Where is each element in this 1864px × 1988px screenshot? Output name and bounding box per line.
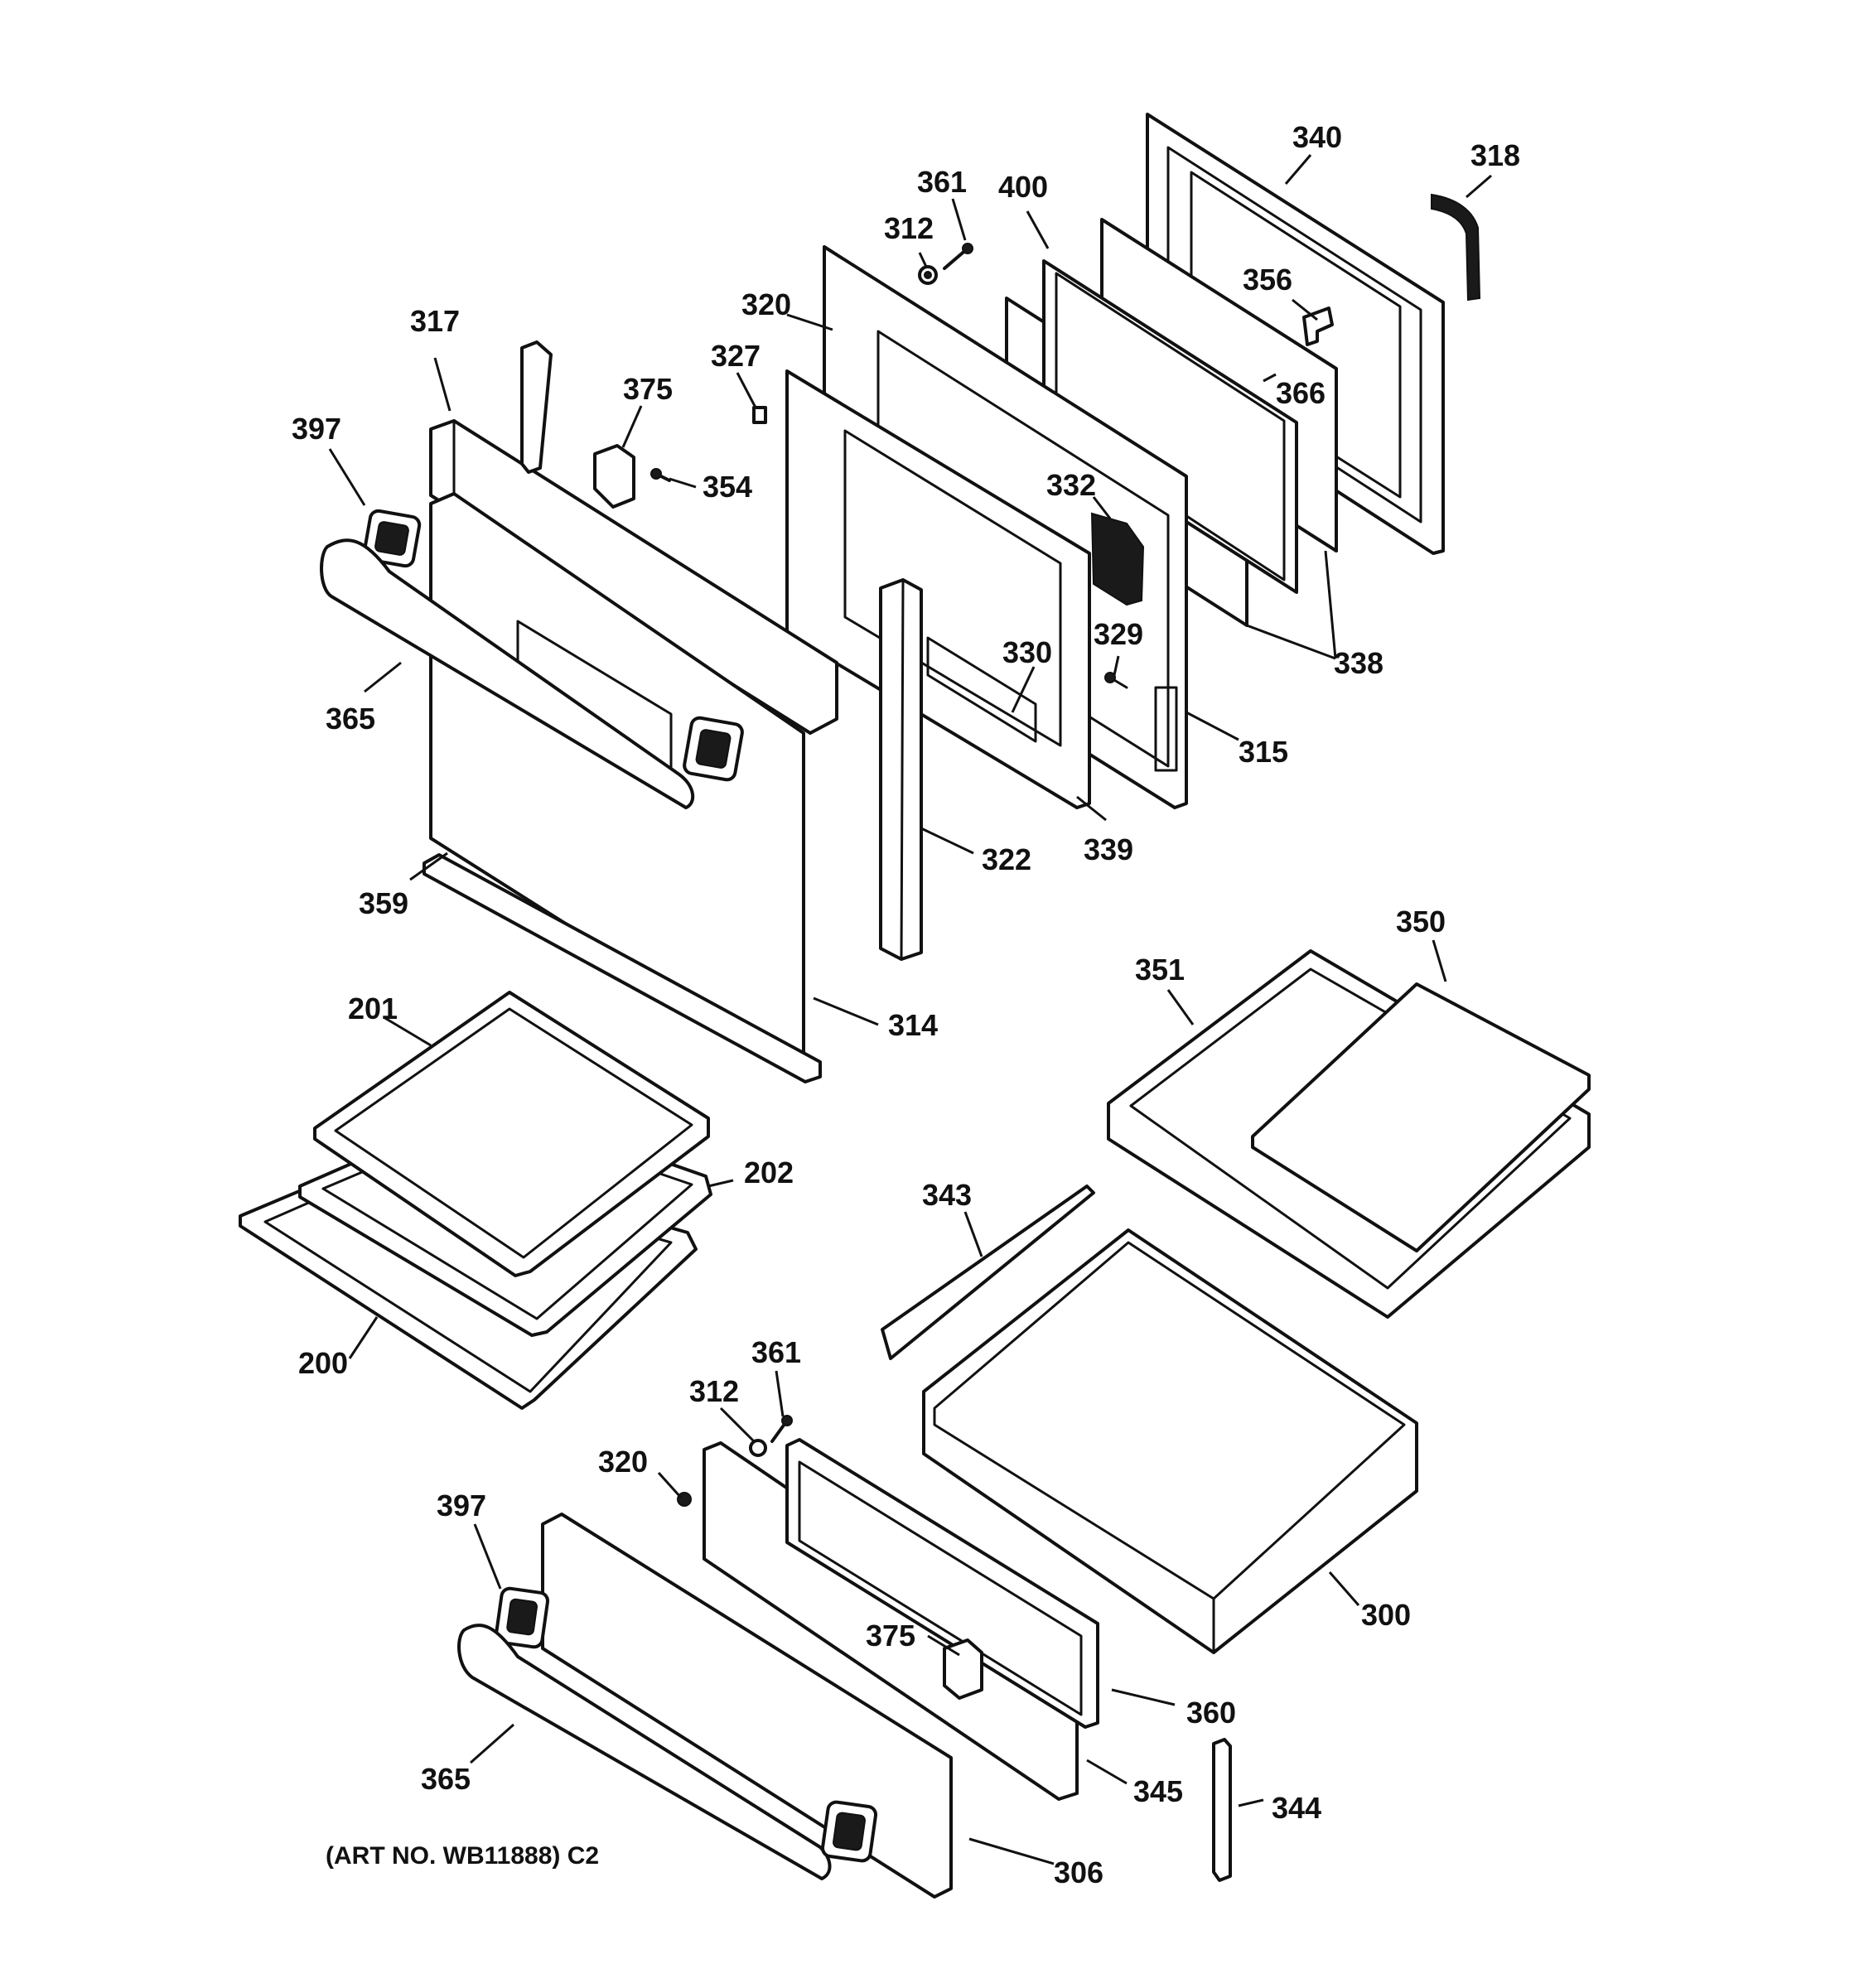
callout-labels: 340 318 361 400 312 320 356 317 327 375 … — [292, 120, 1520, 1889]
part-339-door-panel — [785, 369, 1091, 809]
part-354-screw — [650, 468, 671, 482]
part-332-insulation — [1090, 512, 1145, 606]
callout-330: 330 — [1002, 635, 1052, 669]
callout-400: 400 — [998, 170, 1048, 204]
part-327-clip — [752, 406, 767, 424]
callout-320-bottom: 320 — [598, 1445, 648, 1479]
callout-356: 356 — [1243, 263, 1292, 297]
callout-327: 327 — [711, 339, 761, 373]
part-318-gasket — [1431, 193, 1481, 302]
callout-375-top: 375 — [623, 372, 673, 406]
callout-360: 360 — [1186, 1696, 1236, 1730]
callout-320-top: 320 — [741, 287, 791, 321]
callout-300: 300 — [1361, 1598, 1411, 1632]
part-trim-strip — [520, 340, 553, 474]
part-359-bottom-trim — [423, 853, 822, 1083]
part-361-screw-top — [943, 243, 973, 270]
callout-397-bottom: 397 — [437, 1489, 486, 1522]
part-344-slide — [1212, 1738, 1232, 1882]
part-330-window — [926, 636, 1037, 743]
callout-344: 344 — [1272, 1791, 1321, 1825]
part-400-door-liner — [1042, 259, 1298, 594]
callout-340: 340 — [1292, 120, 1342, 154]
callout-332: 332 — [1046, 468, 1096, 502]
part-306-drawer-front — [541, 1513, 953, 1899]
part-322-side-trim — [879, 578, 923, 961]
callout-322: 322 — [982, 842, 1031, 876]
callout-200: 200 — [298, 1346, 348, 1380]
callout-317: 317 — [410, 304, 460, 338]
part-343-slide-rail — [881, 1185, 1095, 1360]
callout-343: 343 — [922, 1178, 972, 1212]
callout-315: 315 — [1239, 735, 1288, 769]
part-361-screw-bottom — [770, 1415, 793, 1443]
callout-361-top: 361 — [917, 165, 967, 199]
part-397-end-cap-bottom-right — [820, 1800, 878, 1863]
part-312-washer-bottom — [749, 1439, 767, 1457]
part-397-end-cap-top — [362, 509, 422, 568]
part-329-screw — [1104, 672, 1128, 689]
part-350-rack — [1251, 982, 1591, 1252]
callout-339: 339 — [1084, 832, 1133, 866]
callout-365-bottom: 365 — [421, 1762, 471, 1796]
part-360-drawer-liner — [785, 1438, 1099, 1729]
part-397-end-cap-bottom — [494, 1586, 550, 1649]
art-number-caption: (ART NO. WB11888) C2 — [326, 1842, 599, 1870]
part-356-bracket — [1302, 306, 1334, 346]
callout-361-bottom: 361 — [751, 1335, 801, 1369]
callout-359: 359 — [359, 886, 408, 920]
part-365-handle-top — [320, 538, 695, 809]
callout-366: 366 — [1276, 376, 1326, 410]
part-397-end-cap-top-right — [683, 716, 744, 782]
callout-397-top: 397 — [292, 412, 341, 446]
part-312-washer-top — [918, 265, 938, 285]
callout-375-bottom: 375 — [866, 1619, 915, 1653]
callout-201: 201 — [348, 992, 398, 1025]
callout-312-top: 312 — [884, 211, 934, 245]
part-375-bracket-top — [593, 444, 635, 509]
callout-345: 345 — [1133, 1774, 1183, 1808]
part-375-bracket-bottom — [943, 1638, 983, 1700]
callout-314: 314 — [888, 1008, 938, 1042]
callout-350: 350 — [1396, 905, 1446, 939]
callout-351: 351 — [1135, 953, 1185, 987]
callout-318: 318 — [1470, 138, 1520, 172]
callout-365-top: 365 — [326, 702, 375, 736]
callout-338: 338 — [1334, 646, 1384, 680]
callout-354: 354 — [703, 470, 752, 504]
callout-306: 306 — [1054, 1855, 1103, 1889]
part-300-drawer-body — [922, 1228, 1418, 1654]
part-201-broiler-insert — [313, 991, 710, 1277]
callout-329: 329 — [1094, 617, 1143, 651]
callout-202: 202 — [744, 1156, 794, 1189]
part-365-handle-bottom — [457, 1624, 832, 1880]
callout-312-bottom: 312 — [689, 1374, 739, 1408]
leader-lines — [328, 154, 1492, 1865]
